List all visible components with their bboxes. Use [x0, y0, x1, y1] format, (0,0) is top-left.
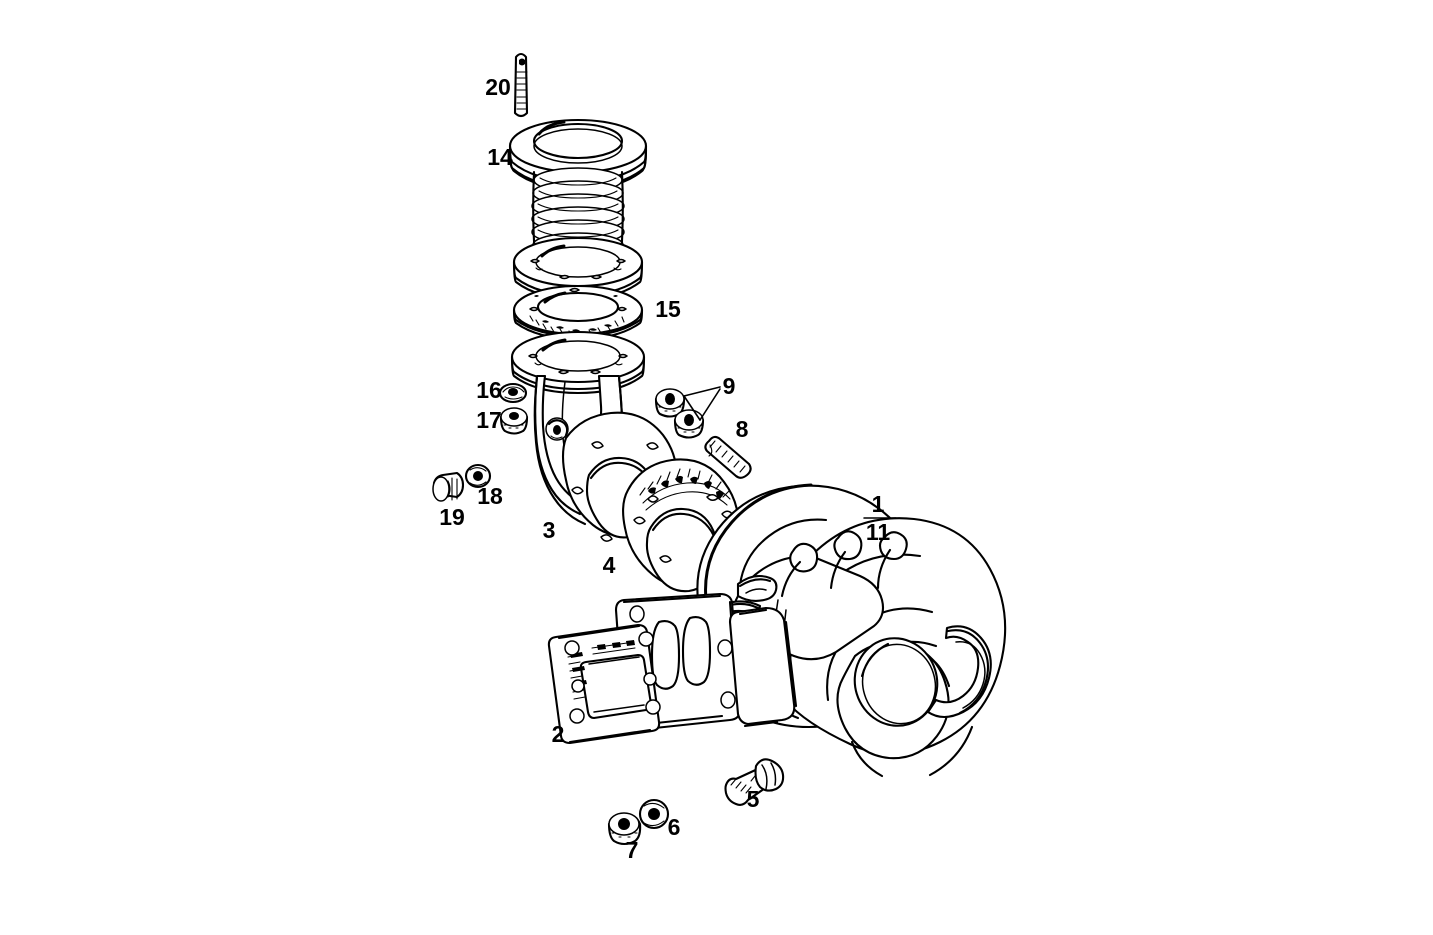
- callout-16: 16: [476, 377, 502, 403]
- callout-7: 7: [626, 837, 639, 863]
- turbo-fraction-label: 1 11: [863, 491, 897, 545]
- part-19-plug-screw: [432, 471, 465, 502]
- part-18-washer-small: [464, 463, 492, 489]
- turbo-label-numerator: 1: [872, 491, 885, 517]
- callout-18: 18: [477, 483, 503, 509]
- part-9-nut-pair: [654, 386, 721, 439]
- turbine-outlet-scroll: [926, 625, 992, 719]
- callout-6: 6: [668, 814, 681, 840]
- part-7-nut: [607, 812, 642, 846]
- part-5-hex-head-bolt: [724, 758, 785, 806]
- callout-15: 15: [655, 296, 681, 322]
- part-16-washer: [498, 382, 528, 404]
- part-20-threaded-stud: [513, 52, 529, 118]
- callout-17: 17: [476, 407, 502, 433]
- callout-8: 8: [736, 416, 749, 442]
- callout-3: 3: [543, 517, 556, 543]
- part-8-stud-bolt: [704, 435, 752, 479]
- callout-20: 20: [485, 74, 511, 100]
- callout-9: 9: [723, 373, 736, 399]
- callout-19: 19: [439, 504, 465, 530]
- callout-5: 5: [747, 786, 760, 812]
- callout-4: 4: [603, 552, 616, 578]
- part-17-nut: [499, 407, 529, 435]
- elbow-boss-detail: [545, 417, 569, 441]
- turbo-label-denominator: 11: [866, 519, 891, 545]
- callout-2: 2: [552, 721, 565, 747]
- callout-labels: 20 14 15 16 17 9 8 18 19 3 4 2 5 6 7: [439, 74, 759, 863]
- gasket-4-texture: [639, 468, 731, 511]
- part-4-round-flange-gasket: [622, 458, 740, 593]
- part-1-11-turbocharger-assembly: 1 11: [614, 483, 1007, 778]
- callout-14: 14: [487, 144, 513, 170]
- part-15-flange-gasket-ring: [512, 284, 644, 341]
- part-14-bellows-flexible-pipe: [508, 118, 648, 301]
- part-2-rectangular-flange-gasket: [547, 623, 661, 745]
- part-6-washer: [638, 798, 670, 830]
